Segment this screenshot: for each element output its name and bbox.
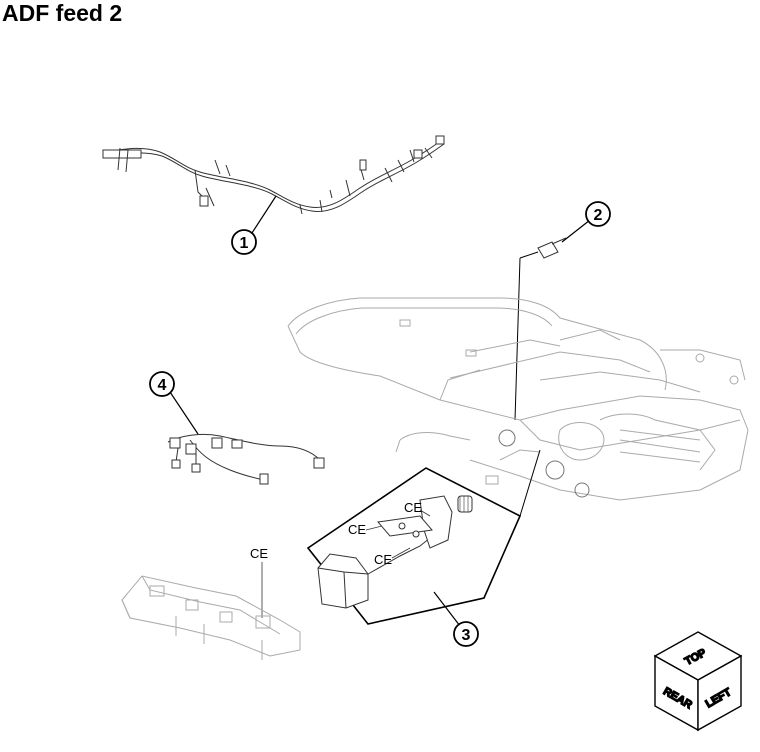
adf-assembly: [287, 297, 749, 501]
motor: [317, 529, 441, 609]
ce-label: CE: [404, 500, 422, 515]
bottom-frame-part: [121, 575, 301, 660]
ce-labels: CE CE CE CE: [250, 500, 431, 618]
ce-label: CE: [348, 522, 366, 537]
callout-1: 1: [231, 195, 277, 255]
callout-3-label: 3: [462, 627, 471, 644]
bracket-gear: [377, 495, 473, 549]
orientation-cube: TOP REAR LEFT: [653, 631, 743, 732]
callout-3: 3: [433, 591, 479, 647]
part-1-wire-harness: [102, 135, 445, 215]
part-3-detail-box: [306, 449, 541, 625]
ce-label: CE: [374, 552, 392, 567]
callout-4: 4: [149, 371, 199, 435]
ce-label: CE: [250, 546, 268, 561]
callout-1-label: 1: [240, 235, 249, 252]
callout-2-label: 2: [594, 207, 603, 224]
callout-2: 2: [561, 201, 611, 243]
part-2-sensor: [514, 237, 567, 421]
callout-4-label: 4: [158, 377, 167, 394]
page-title: ADF feed 2: [2, 0, 123, 26]
part-4-wire-harness: [167, 433, 325, 485]
